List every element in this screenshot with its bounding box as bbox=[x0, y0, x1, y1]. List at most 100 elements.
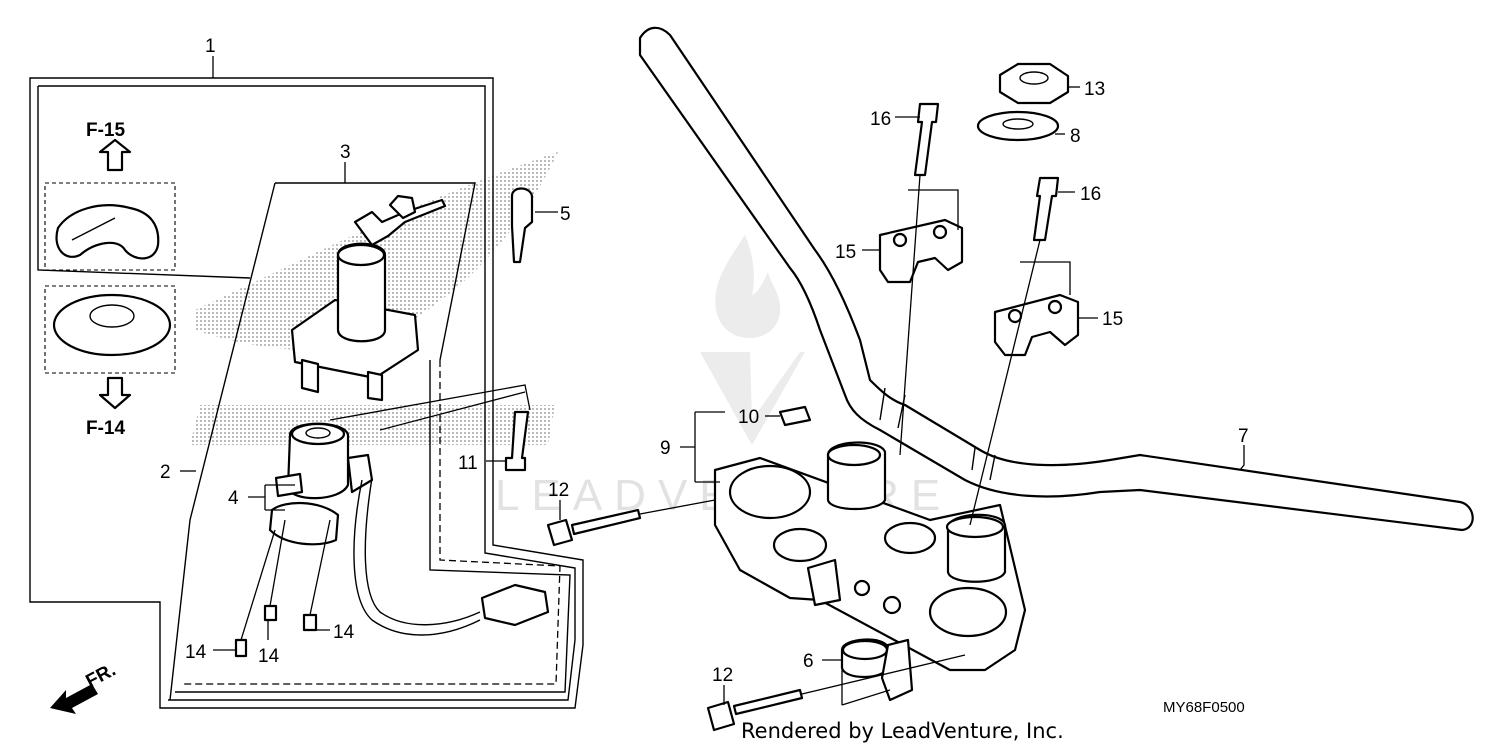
callout-4: 4 bbox=[228, 488, 239, 509]
ref-box-f14 bbox=[44, 285, 176, 410]
screw-c bbox=[302, 613, 318, 632]
outline-inner-3 bbox=[175, 360, 571, 693]
cylinder-top bbox=[290, 422, 346, 446]
bolt-12b-shank bbox=[732, 688, 804, 716]
leader-9 bbox=[680, 411, 725, 483]
bridge-post-left-top bbox=[826, 443, 882, 467]
callout-14-middle: 14 bbox=[258, 646, 280, 667]
spare-key bbox=[510, 187, 534, 264]
cylinder-clamp bbox=[268, 501, 340, 546]
stem-hole-lower bbox=[772, 527, 828, 563]
lock-cover-slot bbox=[71, 217, 116, 241]
leader-15a bbox=[862, 189, 959, 251]
switch-terminal-right bbox=[366, 370, 384, 402]
stem-hole-left bbox=[728, 464, 812, 520]
bolt-16a-line bbox=[899, 174, 921, 456]
bolt-16a bbox=[913, 102, 940, 177]
bolt-part-12a bbox=[546, 499, 716, 547]
callout-14-left: 14 bbox=[185, 642, 207, 663]
callout-16-left: 16 bbox=[870, 109, 891, 130]
switch-terminal-left bbox=[300, 358, 320, 394]
screws-part-14 bbox=[234, 519, 331, 658]
holder-part-15b bbox=[993, 293, 1080, 357]
handlebar-grip-mark bbox=[879, 387, 996, 481]
washer-8 bbox=[976, 110, 1060, 142]
arrow-up-icon bbox=[98, 138, 132, 172]
callout-7: 7 bbox=[1238, 426, 1249, 447]
cylinder-ear-right bbox=[346, 453, 374, 494]
callout-2: 2 bbox=[160, 462, 171, 483]
holder-upper-left bbox=[878, 218, 964, 284]
callout-15-left: 15 bbox=[835, 242, 856, 263]
ref-box-f14-frame bbox=[44, 285, 176, 374]
front-arrow-icon bbox=[50, 684, 98, 714]
bolt-12a bbox=[546, 518, 574, 547]
watermark-flame-icon bbox=[715, 235, 781, 338]
holder-part-15a bbox=[878, 218, 964, 284]
watermark-v-icon bbox=[700, 352, 805, 445]
bolt-part-16a bbox=[899, 102, 940, 456]
leader-lines bbox=[180, 56, 1245, 706]
clamp-ring-top bbox=[841, 639, 889, 661]
ref-label-f14: F-14 bbox=[86, 418, 126, 439]
ignition-switch-assembly bbox=[290, 194, 447, 402]
assembly-outline-1 bbox=[29, 77, 584, 709]
holder-hole-left-b bbox=[932, 224, 948, 240]
switch-cylinder bbox=[336, 242, 387, 343]
callout-12-bottom: 12 bbox=[712, 665, 733, 686]
ref-label-f15: F-15 bbox=[86, 120, 126, 141]
clamp-part-6 bbox=[840, 638, 914, 702]
front-direction-marker: FR. bbox=[50, 660, 119, 714]
handlebar bbox=[638, 26, 1474, 532]
key-1 bbox=[353, 198, 447, 247]
label-part-10 bbox=[778, 405, 812, 427]
callout-8: 8 bbox=[1070, 126, 1081, 147]
leader-4 bbox=[248, 484, 295, 511]
leader-11-group bbox=[329, 384, 531, 431]
holder-hole-left-a bbox=[892, 232, 908, 248]
drawing-code: MY68F0500 bbox=[1163, 699, 1245, 716]
washer-part-8 bbox=[976, 110, 1060, 142]
bolt-12b-line bbox=[801, 654, 966, 695]
harness-wire bbox=[353, 479, 481, 636]
leader-7 bbox=[1239, 445, 1245, 471]
cylinder-keyhole bbox=[305, 427, 331, 439]
ref-box-f15 bbox=[44, 138, 176, 271]
callout-16-right: 16 bbox=[1080, 184, 1101, 205]
screw-part-11 bbox=[504, 410, 530, 472]
outline-inner-2 bbox=[37, 86, 251, 279]
holder-hole-right-a bbox=[1007, 308, 1023, 324]
switch-cylinder-top bbox=[336, 243, 386, 267]
handlebar-part-7 bbox=[638, 26, 1474, 532]
callout-1: 1 bbox=[205, 36, 216, 57]
screw-b-line bbox=[269, 519, 286, 607]
callout-10: 10 bbox=[738, 407, 759, 428]
bridge-bolt-a bbox=[853, 579, 871, 597]
bolt-12a-line bbox=[639, 499, 716, 515]
screw-a-line bbox=[240, 529, 276, 641]
bolt-part-16b bbox=[969, 176, 1060, 526]
bolt-16b bbox=[1032, 176, 1060, 242]
holder-upper-right bbox=[993, 293, 1080, 357]
leader-15b bbox=[1020, 261, 1098, 319]
key-part-5 bbox=[510, 187, 534, 264]
footer-credit: Rendered by LeadVenture, Inc. bbox=[741, 719, 1064, 743]
stem-hole-center bbox=[883, 521, 937, 555]
key-cylinder-part-4 bbox=[268, 422, 550, 636]
callouts: 1 2 3 4 5 6 7 8 9 10 11 12 12 13 14 14 1… bbox=[160, 36, 1249, 686]
outline-dash bbox=[182, 360, 561, 685]
nut-13-hole bbox=[1019, 71, 1049, 85]
callout-13: 13 bbox=[1084, 79, 1105, 100]
outline-outer bbox=[29, 77, 584, 709]
bolt-part-12b bbox=[706, 654, 966, 732]
callout-15-right: 15 bbox=[1102, 309, 1123, 330]
callout-5: 5 bbox=[560, 204, 571, 225]
halftone-letters bbox=[190, 405, 555, 445]
callout-9: 9 bbox=[660, 438, 671, 459]
bolt-12a-shank bbox=[570, 508, 642, 536]
bridge-post-right-top bbox=[945, 515, 1005, 539]
callout-6: 6 bbox=[803, 651, 814, 672]
lock-cover-part bbox=[55, 204, 160, 260]
